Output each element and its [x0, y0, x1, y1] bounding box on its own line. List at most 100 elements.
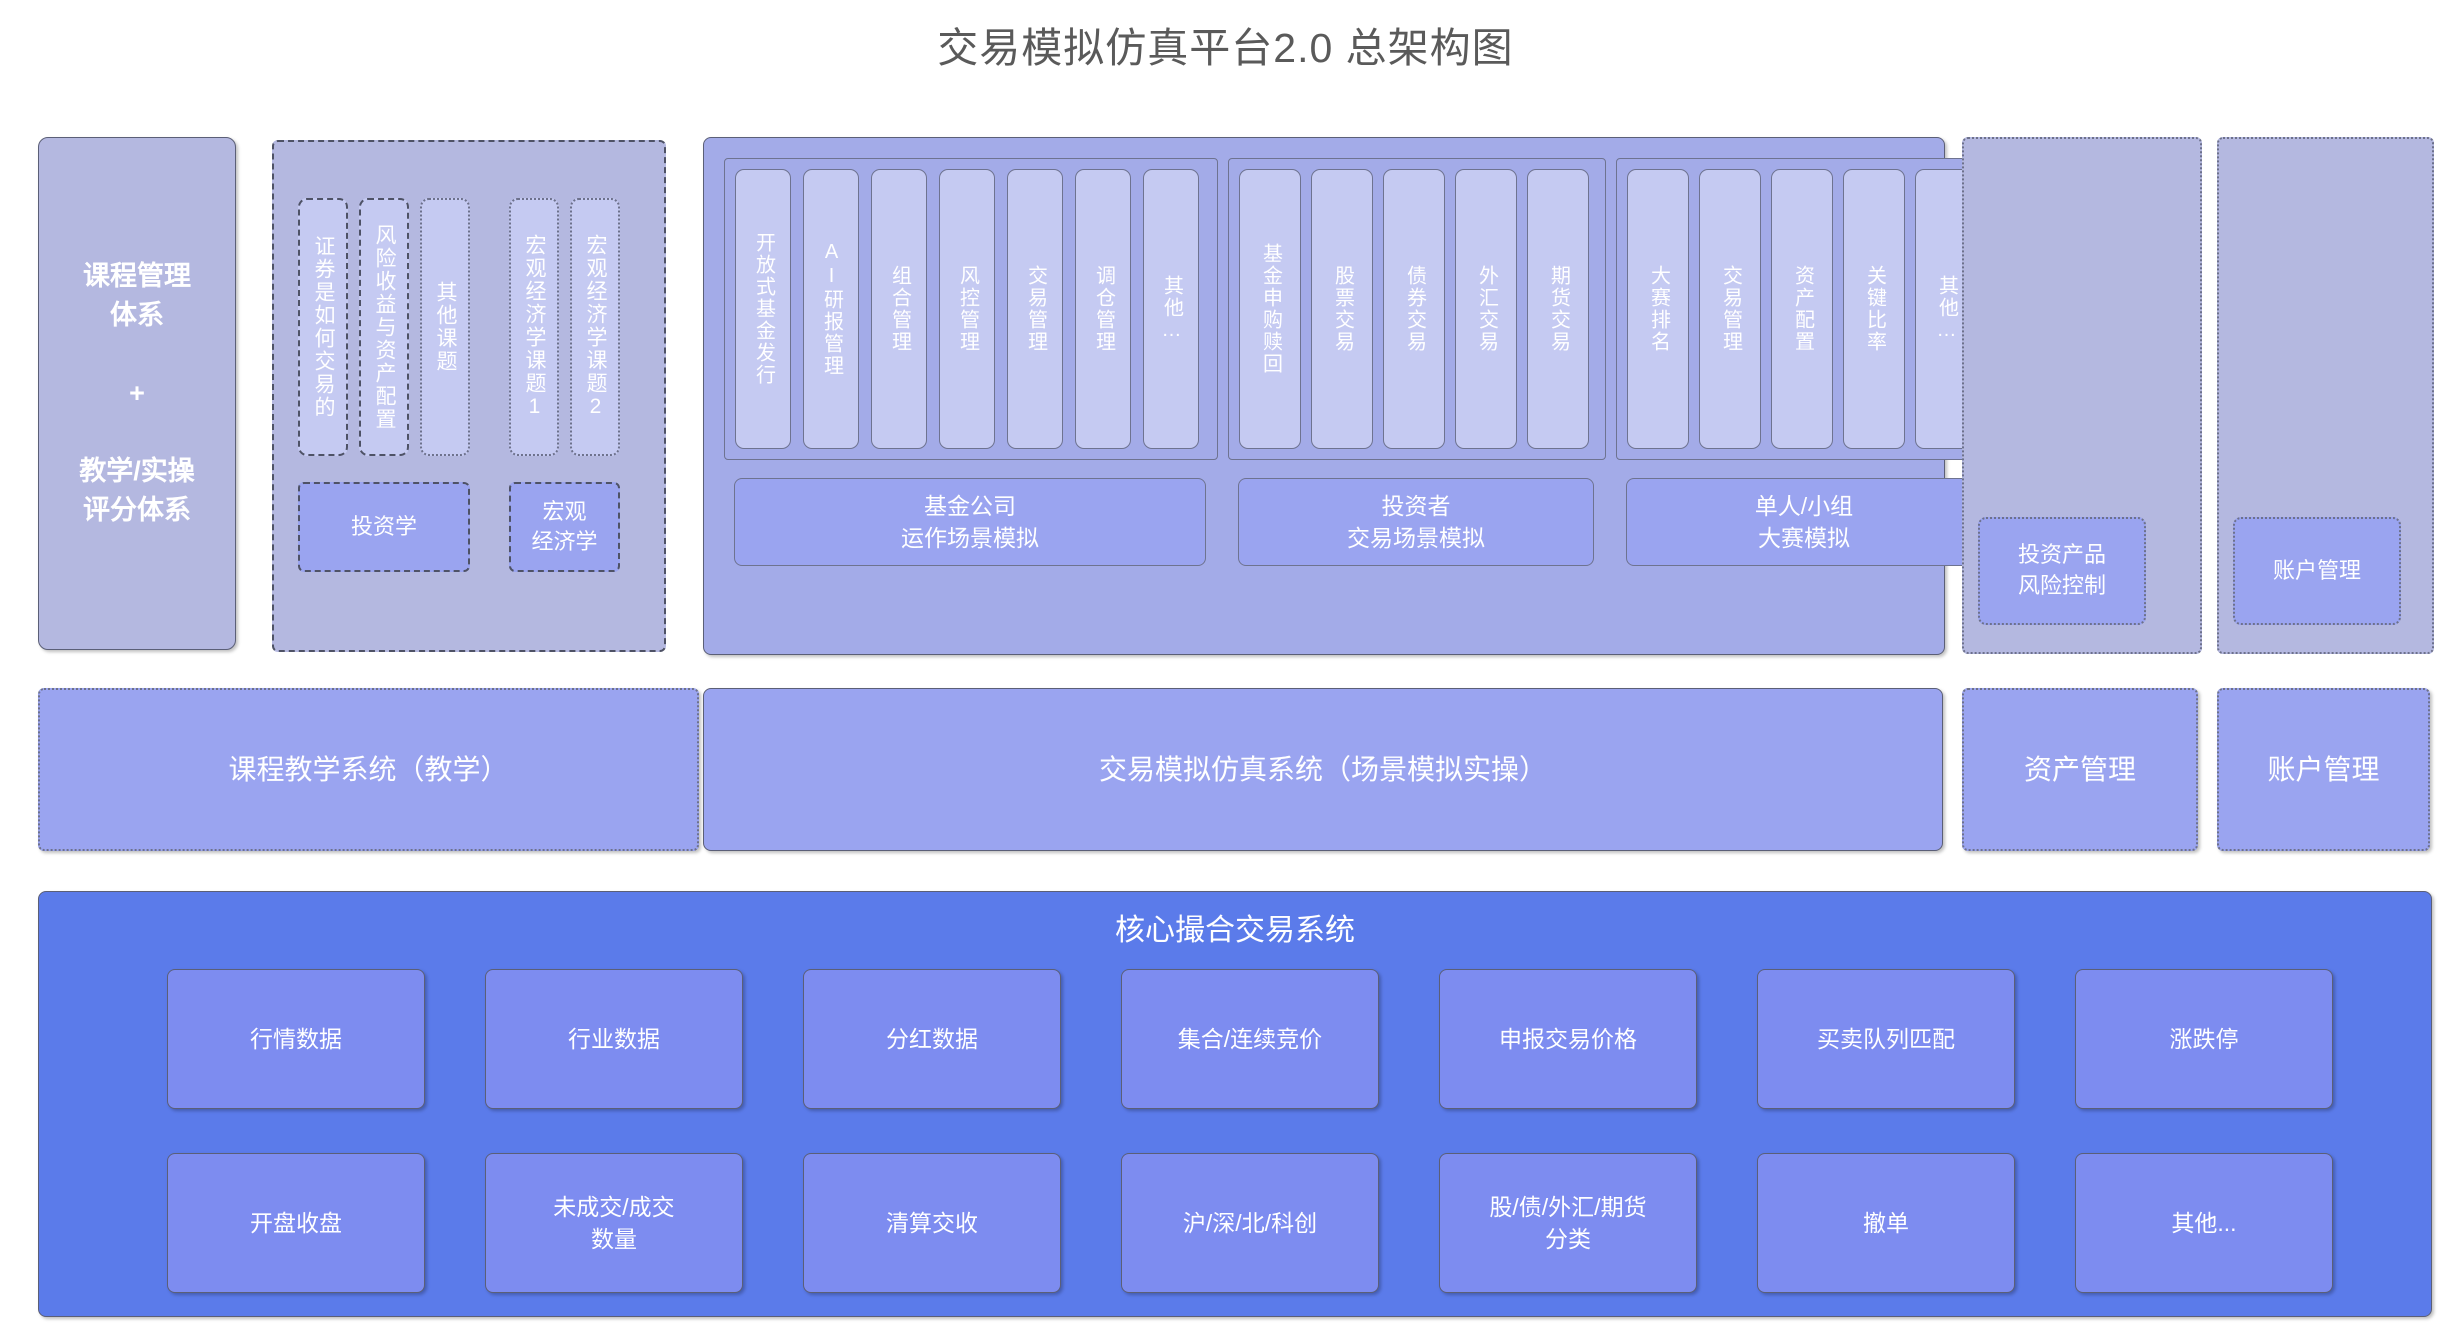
core-chip-dividend-data[interactable]: 分红数据	[803, 969, 1061, 1109]
topic-chip-label: 其他课题	[434, 281, 458, 373]
system-bar-asset-management[interactable]: 资产管理	[1962, 688, 2198, 851]
account-management-chip[interactable]: 账户管理	[2233, 517, 2401, 625]
sim-chip-risk-control[interactable]: 风控管理	[939, 169, 995, 449]
core-chip-label: 股/债/外汇/期货 分类	[1489, 1191, 1646, 1255]
sim-chip-label: 外汇交易	[1475, 265, 1498, 353]
topic-chip-other-topics[interactable]: 其他课题	[420, 198, 470, 456]
course-line-1: 课程管理	[82, 260, 191, 291]
system-bar-label: 资产管理	[2023, 753, 2136, 785]
sim-chip-label: 交易管理	[1024, 265, 1047, 353]
sim-chip-contest-trade-management[interactable]: 交易管理	[1699, 169, 1761, 449]
core-chip-label: 行情数据	[250, 1025, 342, 1052]
core-chip-call-continuous-auction[interactable]: 集合/连续竞价	[1121, 969, 1379, 1109]
core-chip-asset-class-classification[interactable]: 股/债/外汇/期货 分类	[1439, 1153, 1697, 1293]
course-box-line-1: 宏观	[542, 499, 587, 525]
sim-caption-text: 基金公司 运作场景模拟	[901, 490, 1039, 554]
core-chip-label: 开盘收盘	[250, 1209, 342, 1236]
system-bar-label: 交易模拟仿真系统（场景模拟实操）	[1098, 753, 1547, 785]
core-chip-label: 清算交收	[886, 1209, 978, 1236]
core-system-title: 核心撮合交易系统	[1115, 914, 1355, 947]
panel-account-management: 账户管理	[2217, 137, 2434, 654]
sim-chip-other-fund[interactable]: 其他…	[1143, 169, 1199, 449]
sim-chip-label: 其他…	[1160, 275, 1183, 343]
core-chip-filled-unfilled-quantity[interactable]: 未成交/成交 数量	[485, 1153, 743, 1293]
sim-chip-label: 风控管理	[956, 265, 979, 353]
sim-chip-trade-management[interactable]: 交易管理	[1007, 169, 1063, 449]
course-box-macroeconomics[interactable]: 宏观 经济学	[509, 482, 620, 572]
course-plus: +	[129, 377, 145, 408]
sim-chip-contest-ranking[interactable]: 大赛排名	[1627, 169, 1689, 449]
risk-control-label: 投资产品 风险控制	[2018, 540, 2106, 602]
sim-chip-label: 大赛排名	[1647, 265, 1670, 353]
panel-course-management: 课程管理 体系 + 教学/实操 评分体系	[38, 137, 236, 650]
core-chip-open-close[interactable]: 开盘收盘	[167, 1153, 425, 1293]
sim-caption-fund-company: 基金公司 运作场景模拟	[734, 478, 1206, 566]
course-line-2: 体系	[109, 299, 164, 330]
topic-chip-label: 风险收益与资产配置	[373, 223, 397, 431]
sim-chip-label: 股票交易	[1331, 265, 1354, 353]
core-chip-line-2: 数量	[590, 1226, 637, 1252]
core-chip-label: 沪/深/北/科创	[1182, 1209, 1318, 1236]
topic-chip-securities-trading[interactable]: 证券是如何交易的	[298, 198, 348, 456]
core-chip-market-data[interactable]: 行情数据	[167, 969, 425, 1109]
sim-caption-line-1: 投资者	[1381, 492, 1451, 519]
sim-caption-contest: 单人/小组 大赛模拟	[1626, 478, 1982, 566]
sim-chip-open-fund-issue[interactable]: 开放式基金发行	[735, 169, 791, 449]
sim-caption-line-2: 交易场景模拟	[1347, 525, 1485, 551]
account-management-label: 账户管理	[2272, 557, 2361, 583]
panel-core-matching-system: 核心撮合交易系统 行情数据 行业数据 分红数据 集合/连续竞价 申报交易价格 买…	[38, 891, 2432, 1317]
sim-group-contest: 大赛排名 交易管理 资产配置 关键比率 其他…	[1616, 158, 1994, 460]
sim-chip-futures-trading[interactable]: 期货交易	[1527, 169, 1589, 449]
panel-course-topics: 证券是如何交易的 风险收益与资产配置 其他课题 宏观经济学课题1 宏观经济学课题…	[272, 140, 666, 652]
core-chip-label: 未成交/成交 数量	[553, 1191, 674, 1255]
core-chip-label: 申报交易价格	[1499, 1025, 1637, 1052]
sim-chip-label: 开放式基金发行	[752, 232, 775, 386]
sim-caption-line-1: 单人/小组	[1754, 492, 1854, 519]
core-chip-label: 买卖队列匹配	[1817, 1025, 1955, 1052]
sim-chip-bond-trading[interactable]: 债券交易	[1383, 169, 1445, 449]
risk-control-line-2: 风险控制	[2017, 573, 2106, 598]
sim-chip-forex-trading[interactable]: 外汇交易	[1455, 169, 1517, 449]
core-chip-price-limit[interactable]: 涨跌停	[2075, 969, 2333, 1109]
system-bar-trading-simulation[interactable]: 交易模拟仿真系统（场景模拟实操）	[703, 688, 1943, 851]
panel-simulation-scenarios: 开放式基金发行 AI研报管理 组合管理 风控管理 交易管理 调仓管理 其他…	[703, 137, 1994, 655]
system-bar-teaching[interactable]: 课程教学系统（教学）	[38, 688, 699, 851]
sim-caption-text: 投资者 交易场景模拟	[1347, 490, 1485, 554]
course-line-3: 教学/实操	[79, 456, 195, 487]
course-box-label: 投资学	[350, 514, 417, 540]
sim-chip-position-adjustment[interactable]: 调仓管理	[1075, 169, 1131, 449]
course-box-investment[interactable]: 投资学	[298, 482, 470, 572]
core-chip-label: 分红数据	[886, 1025, 978, 1052]
core-chip-other[interactable]: 其他...	[2075, 1153, 2333, 1293]
system-bar-label: 账户管理	[2267, 753, 2380, 785]
sim-caption-line-2: 大赛模拟	[1757, 525, 1850, 551]
sim-chip-portfolio-management[interactable]: 组合管理	[871, 169, 927, 449]
core-chip-industry-data[interactable]: 行业数据	[485, 969, 743, 1109]
sim-chip-ai-research-report[interactable]: AI研报管理	[803, 169, 859, 449]
core-chip-exchange-boards[interactable]: 沪/深/北/科创	[1121, 1153, 1379, 1293]
sim-chip-label: 债券交易	[1403, 265, 1426, 353]
topic-chip-macroeconomics-2[interactable]: 宏观经济学课题2	[570, 198, 620, 456]
sim-chip-asset-allocation[interactable]: 资产配置	[1771, 169, 1833, 449]
topic-chip-label: 证券是如何交易的	[312, 235, 336, 419]
sim-group-fund-company: 开放式基金发行 AI研报管理 组合管理 风控管理 交易管理 调仓管理 其他…	[724, 158, 1218, 460]
core-chip-order-price[interactable]: 申报交易价格	[1439, 969, 1697, 1109]
core-chip-order-queue-matching[interactable]: 买卖队列匹配	[1757, 969, 2015, 1109]
core-chip-line-1: 未成交/成交	[553, 1193, 675, 1220]
core-chip-cancel-order[interactable]: 撤单	[1757, 1153, 2015, 1293]
sim-chip-fund-subscribe-redeem[interactable]: 基金申购赎回	[1239, 169, 1301, 449]
system-bar-account-management[interactable]: 账户管理	[2217, 688, 2430, 851]
system-bar-label: 课程教学系统（教学）	[228, 753, 509, 785]
core-chip-label: 涨跌停	[2169, 1025, 2239, 1052]
topic-chip-macroeconomics-1[interactable]: 宏观经济学课题1	[509, 198, 559, 456]
sim-chip-key-ratios[interactable]: 关键比率	[1843, 169, 1905, 449]
risk-control-chip[interactable]: 投资产品 风险控制	[1978, 517, 2146, 625]
sim-chip-stock-trading[interactable]: 股票交易	[1311, 169, 1373, 449]
sim-caption-line-2: 运作场景模拟	[901, 525, 1039, 551]
sim-chip-label: 基金申购赎回	[1259, 243, 1282, 375]
sim-chip-label: 其他…	[1935, 275, 1958, 343]
core-chip-clearing-settlement[interactable]: 清算交收	[803, 1153, 1061, 1293]
course-line-4: 评分体系	[82, 495, 191, 526]
topic-chip-risk-return-allocation[interactable]: 风险收益与资产配置	[359, 198, 409, 456]
